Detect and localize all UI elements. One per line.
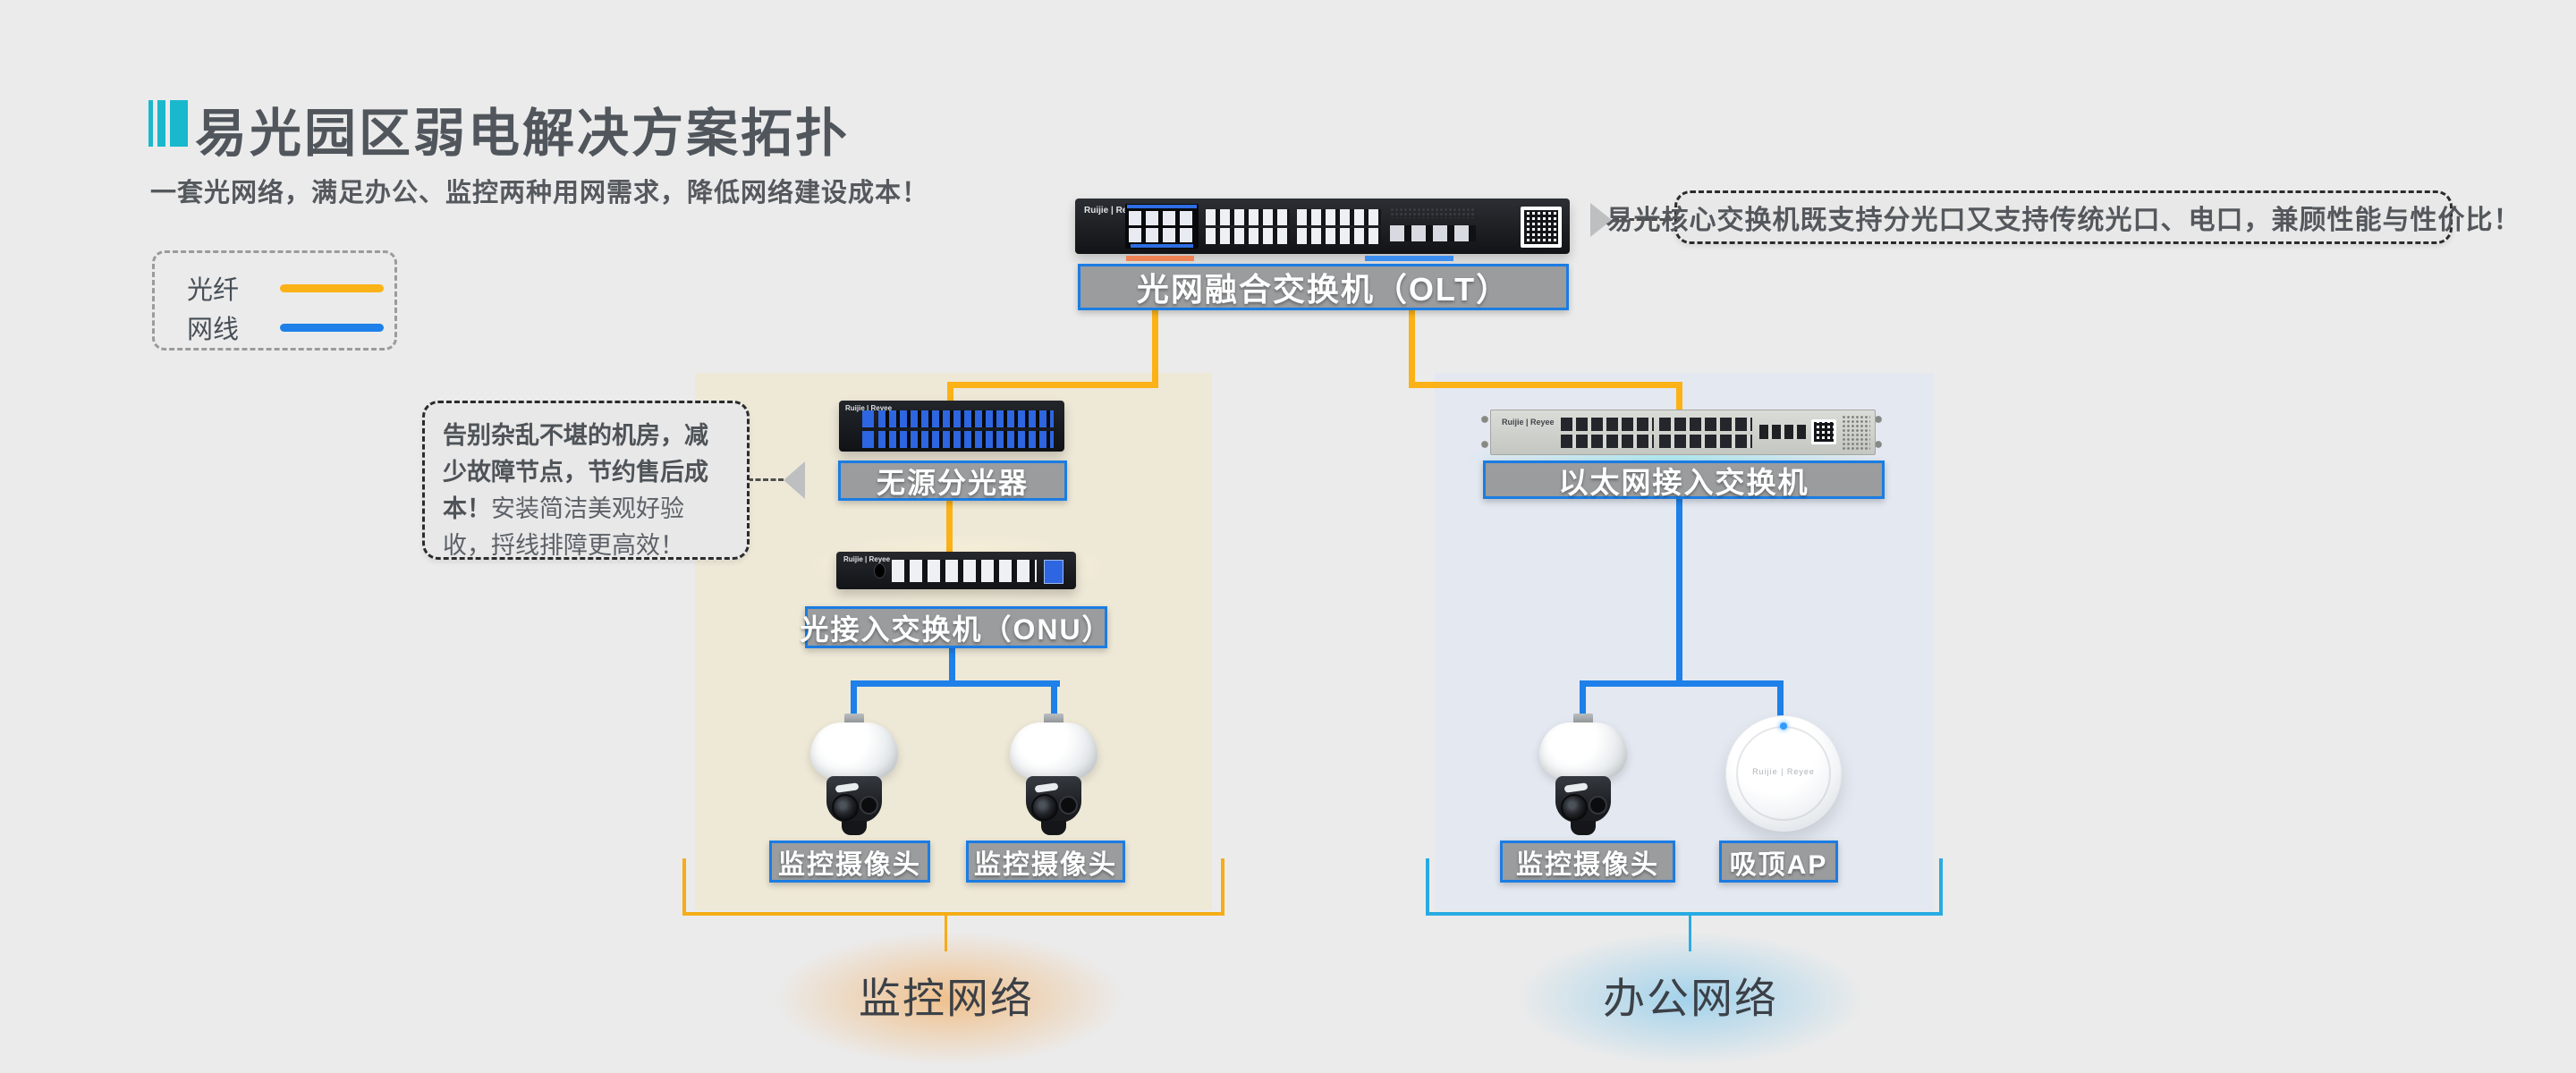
legend-lan-label: 网线 — [187, 316, 240, 344]
olt-callout-dash — [1614, 218, 1673, 221]
olt-combo-ports — [1125, 204, 1199, 249]
splitter-callout-regular-text: 安装简洁美观好验收，捋线排障更高效！ — [443, 495, 684, 559]
splitter-port-a2 — [862, 431, 874, 448]
camera-lens-icon — [832, 794, 859, 821]
splitter-callout: 告别杂乱不堪的机房，减少故障节点，节约售后成本！安装简洁美观好验收，捋线排障更高… — [422, 401, 750, 560]
splitter-ports-row2 — [878, 431, 1054, 448]
office-bracket-tick-left — [1426, 858, 1429, 916]
splitter-port-a1 — [862, 410, 874, 427]
olt-marker-uplink-ports — [1365, 256, 1453, 261]
fiber-line-olt-right-v — [1409, 310, 1415, 386]
olt-marker-splitter-ports — [1126, 256, 1194, 261]
splitter-callout-bold-text: 告别杂乱不堪的机房，减少故障节点，节约售后成本！ — [443, 422, 708, 522]
splitter-brand-logo: Ruijie | Reyee — [845, 404, 893, 412]
fiber-line-olt-left-v — [1152, 310, 1158, 386]
onu-device: Ruijie | Reyee — [836, 552, 1076, 589]
ap-label: 吸顶AP — [1719, 841, 1838, 883]
splitter-device: Ruijie | Reyee — [839, 401, 1064, 452]
lan-line-cam3-drop — [1580, 680, 1586, 720]
lan-line-onu-down — [949, 646, 955, 687]
eth-switch-qr-code — [1811, 419, 1836, 444]
onu-brand-logo: Ruijie | Reyee — [843, 555, 891, 563]
camera-1-label: 监控摄像头 — [769, 841, 930, 883]
olt-qr-code — [1521, 207, 1562, 248]
legend-item-fiber: 光纤 — [187, 269, 384, 307]
splitter-callout-dash — [748, 478, 784, 481]
camera-3 — [1534, 714, 1632, 839]
monitoring-bracket-tick-left — [682, 858, 686, 916]
splitter-callout-arrow-icon — [784, 461, 805, 499]
olt-device: Ruijie | Reyee — [1075, 199, 1570, 254]
camera-2-label: 监控摄像头 — [966, 841, 1125, 883]
olt-callout-arrow-icon — [1590, 203, 1612, 237]
monitoring-network-label: 监控网络 — [859, 975, 1034, 1022]
lan-line-cam2-drop — [1051, 680, 1057, 722]
office-bracket-tick-right — [1939, 858, 1943, 916]
legend-fiber-label: 光纤 — [187, 276, 240, 305]
olt-brand-logo: Ruijie | Reyee — [1084, 206, 1143, 215]
ap-led-icon — [1780, 722, 1787, 730]
camera-3-label: 监控摄像头 — [1500, 841, 1675, 883]
office-bracket-h — [1426, 912, 1943, 916]
page-title: 易光园区弱电解决方案拓扑 — [195, 105, 851, 163]
camera-lens-icon — [1561, 794, 1588, 821]
olt-sfp-ports — [1390, 225, 1476, 241]
office-network-label: 办公网络 — [1603, 975, 1778, 1022]
monitoring-bracket-h — [682, 912, 1224, 916]
olt-rj45-group2-row2 — [1297, 228, 1381, 244]
eth-switch-label: 以太网接入交换机 — [1483, 460, 1885, 499]
onu-dc-jack — [874, 563, 886, 579]
lan-line-cams-h — [851, 680, 1060, 687]
camera-lens-icon — [1031, 794, 1058, 821]
lan-line-eth-down — [1676, 497, 1682, 687]
olt-rj45-group1-row2 — [1206, 228, 1290, 244]
olt-label: 光网融合交换机（OLT） — [1078, 264, 1569, 310]
office-label-glow — [1516, 932, 1865, 1066]
onu-label: 光接入交换机（ONU） — [800, 606, 1111, 648]
olt-rj45-group1-row1 — [1206, 209, 1290, 225]
legend: 光纤 网线 — [152, 250, 397, 351]
legend-item-lan: 网线 — [187, 308, 384, 346]
splitter-ports-row1 — [878, 410, 1054, 427]
ceiling-ap-device: Ruijie | Reyee — [1725, 715, 1842, 832]
page-subtitle: 一套光网络，满足办公、监控两种用网需求，降低网络建设成本！ — [150, 179, 929, 207]
lan-line-ap-drop — [1777, 680, 1784, 720]
title-bars-icon — [148, 100, 188, 147]
eth-switch-body: Ruijie | Reyee — [1490, 410, 1876, 455]
monitoring-label-glow — [775, 932, 1123, 1066]
lan-line-cam1-drop — [851, 680, 857, 722]
olt-vent — [1390, 207, 1476, 218]
fiber-line-splitter-drop — [947, 382, 953, 407]
fiber-line-olt-left-h — [947, 382, 1158, 388]
legend-fiber-swatch — [280, 283, 384, 292]
fiber-line-olt-right-h — [1409, 382, 1682, 388]
legend-lan-swatch — [280, 323, 384, 332]
lan-line-office-h — [1580, 680, 1784, 687]
eth-switch-sfp-ports — [1759, 425, 1806, 439]
onu-rj45-ports — [892, 560, 1037, 582]
ap-brand-logo: Ruijie | Reyee — [1752, 767, 1815, 776]
monitoring-bracket-tick-right — [1221, 858, 1224, 916]
eth-switch-brand-logo: Ruijie | Reyee — [1502, 418, 1555, 427]
camera-1 — [805, 714, 903, 839]
olt-rj45-group2-row1 — [1297, 209, 1381, 225]
fiber-line-splitter-onu — [946, 499, 953, 554]
olt-callout: 易光核心交换机既支持分光口又支持传统光口、电口，兼顾性能与性价比！ — [1606, 190, 2521, 244]
camera-2 — [1004, 714, 1103, 839]
eth-switch-vent — [1842, 415, 1870, 451]
splitter-label: 无源分光器 — [838, 460, 1067, 501]
fiber-line-eth-drop — [1676, 382, 1682, 410]
rack-ear-left — [1479, 407, 1492, 456]
onu-sc-port — [1044, 560, 1063, 584]
eth-switch-device: Ruijie | Reyee — [1479, 407, 1885, 456]
